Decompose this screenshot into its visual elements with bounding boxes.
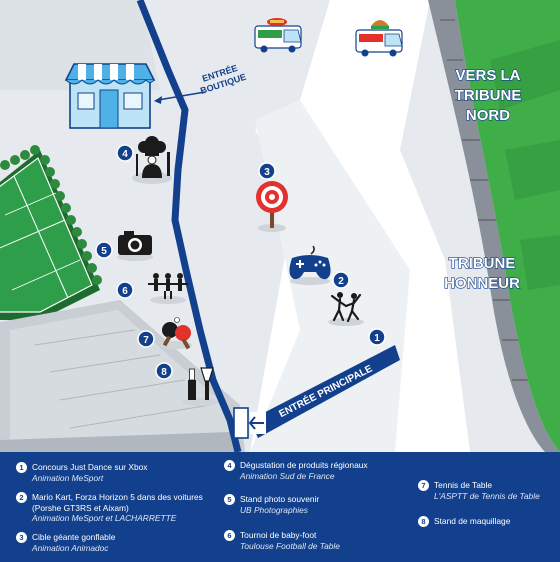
ping-pong-icon [160,317,192,350]
target-icon [256,181,288,232]
legend-title: Dégustation de produits régionaux [240,460,368,470]
foosball-icon [148,273,188,304]
legend-number: 7 [418,480,429,491]
legend-number: 3 [16,532,27,543]
parking-inner [10,310,230,440]
legend-subtitle: Animation MeSport [32,472,104,483]
legend-title: Concours Just Dance sur Xbox [32,462,148,472]
exit-door-icon [233,407,266,439]
legend-number: 4 [224,460,235,471]
north-stand-label: VERS LA TRIBUNE NORD [454,66,522,124]
marker-number: 7 [143,335,149,346]
north-stand-line2: TRIBUNE [455,87,522,104]
legend-item: 2 Mario Kart, Forza Horizon 5 dans des v… [16,492,216,524]
legend-title: Tennis de Table [434,480,493,490]
map-marker: 4 [116,144,134,162]
legend-subtitle: Animation Sud de France [240,470,335,481]
track-stripes [440,19,530,381]
honor-stand-label: TRIBUNE HONNEUR [443,254,520,292]
pitch-stripe [490,40,560,110]
map-marker: 6 [116,281,134,299]
map-marker: 5 [95,241,113,259]
legend-item: 8 Stand de maquillage [418,516,558,527]
map-marker: 7 [137,330,155,348]
north-stand-line3: NORD [466,107,510,124]
legend-title: Tournoi de baby-foot [240,530,317,540]
makeup-icon [182,367,218,406]
shop-icon [64,63,156,129]
tennis-court [0,150,100,320]
food-truck-icon [355,20,403,57]
honor-stand-line1: TRIBUNE [449,255,516,272]
track [428,0,560,452]
map-marker: 3 [258,162,276,180]
legend-title: Mario Kart, Forza Horizon 5 dans des voi… [32,492,203,513]
map-marker: 8 [155,362,173,380]
chef-icon [132,136,172,184]
marker-number: 4 [122,149,128,160]
pitch-stripe [505,140,560,200]
honor-stand-line2: HONNEUR [444,275,520,292]
site-map: ENTRÉE BOUTIQUE VERS LA TRIBUNE NORD TRI… [0,0,560,452]
boutique-arrow [157,91,206,101]
main-entrance-band [250,345,400,438]
marker-number: 1 [374,333,380,344]
building [0,432,240,452]
legend-number: 8 [418,516,429,527]
legend-subtitle: Animation MeSport et LACHARRETTE [32,513,177,523]
stadium-pitch [455,0,560,452]
marker-number: 2 [338,276,344,287]
legend-number: 2 [16,492,27,503]
legend-number: 1 [16,462,27,473]
legend-subtitle: Toulouse Football de Table [240,540,340,551]
marker-number: 8 [161,367,167,378]
legend-subtitle: UB Photographies [240,504,308,515]
map-marker: 1 [368,328,386,346]
boutique-arrow-head [154,96,162,104]
legend-title: Stand de maquillage [434,516,511,526]
map-marker: 2 [332,271,350,289]
parking-lines [34,329,211,429]
marker-number: 3 [264,167,270,178]
legend-title: Cible géante gonflable [32,532,116,542]
pitch-stripe [520,235,560,290]
food-truck-icon [254,18,302,53]
camera-icon [117,231,153,261]
legend-subtitle: Animation Animadoc [32,542,109,553]
barrier-line [136,0,242,452]
marker-number: 6 [122,286,128,297]
north-stand-line1: VERS LA [455,67,520,84]
marker-number: 5 [101,246,107,257]
legend-subtitle: L'ASPTT de Tennis de Table [434,490,540,501]
legend-title: Stand photo souvenir [240,494,320,504]
dancers-icon [328,292,364,326]
legend-number: 6 [224,530,235,541]
legend-number: 5 [224,494,235,505]
gamepad-icon [289,245,331,285]
